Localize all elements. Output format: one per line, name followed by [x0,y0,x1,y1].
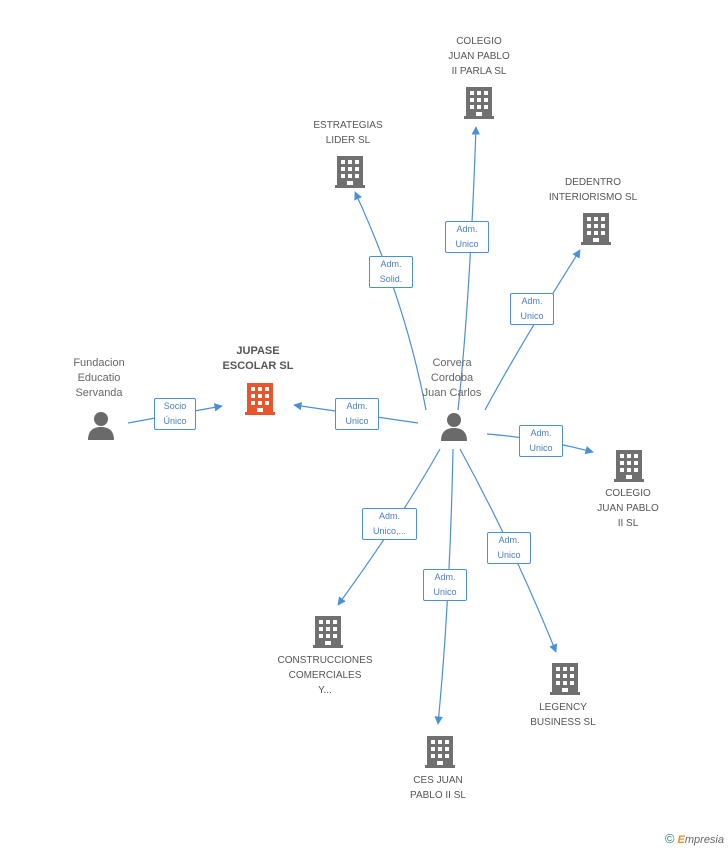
building-icon-jupase[interactable] [245,383,275,415]
edge-label-corvera-colegio-parla: Adm. Unico [445,221,489,253]
edge-label-corvera-dedentro: Adm. Unico [510,293,554,325]
person-icon-corvera[interactable] [441,413,467,441]
edge-label-corvera-estrategias: Adm. Solid. [369,256,413,288]
building-icon-construcciones[interactable] [313,616,343,648]
node-label-corvera[interactable]: Corvera Cordoba Juan Carlos [422,357,482,399]
node-label-colegio-parla[interactable]: COLEGIO JUAN PABLO II PARLA SL [448,36,510,77]
empresia-logo: © Empresia [665,831,724,846]
node-label-ces[interactable]: CES JUAN PABLO II SL [410,775,466,801]
person-icon-fundacion[interactable] [88,412,114,440]
building-icon-estrategias[interactable] [335,156,365,188]
building-icon-ces[interactable] [425,736,455,768]
brand-name: Empresia [677,834,724,846]
edge-label-corvera-ces: Adm. Unico [423,569,467,601]
building-icon-dedentro[interactable] [581,213,611,245]
edge-label-fundacion-main: Socio Único [154,398,196,430]
building-icon-legency[interactable] [550,663,580,695]
node-label-colegio-ii[interactable]: COLEGIO JUAN PABLO II SL [597,488,659,529]
copyright-icon: © [664,831,675,846]
building-icon-colegio-parla[interactable] [464,87,494,119]
node-label-construcciones[interactable]: CONSTRUCCIONES COMERCIALES Y... [277,655,373,696]
building-icon-colegio-ii[interactable] [614,450,644,482]
node-label-jupase[interactable]: JUPASE ESCOLAR SL [222,345,294,372]
edge-corvera-colegio-parla [457,126,480,411]
edge-corvera-estrategias [354,191,427,411]
node-label-estrategias[interactable]: ESTRATEGIAS LIDER SL [313,120,383,146]
edge-corvera-dedentro [484,249,581,411]
edge-label-corvera-colegio-ii: Adm. Unico [519,425,563,457]
node-label-dedentro[interactable]: DEDENTRO INTERIORISMO SL [548,177,638,203]
edge-label-corvera-main: Adm. Unico [335,398,379,430]
edge-label-corvera-legency: Adm. Unico [487,532,531,564]
node-label-legency[interactable]: LEGENCY BUSINESS SL [530,702,596,728]
edge-label-corvera-construcciones: Adm. Unico,... [362,508,417,540]
node-label-fundacion[interactable]: Fundacion Educatio Servanda [73,357,125,399]
